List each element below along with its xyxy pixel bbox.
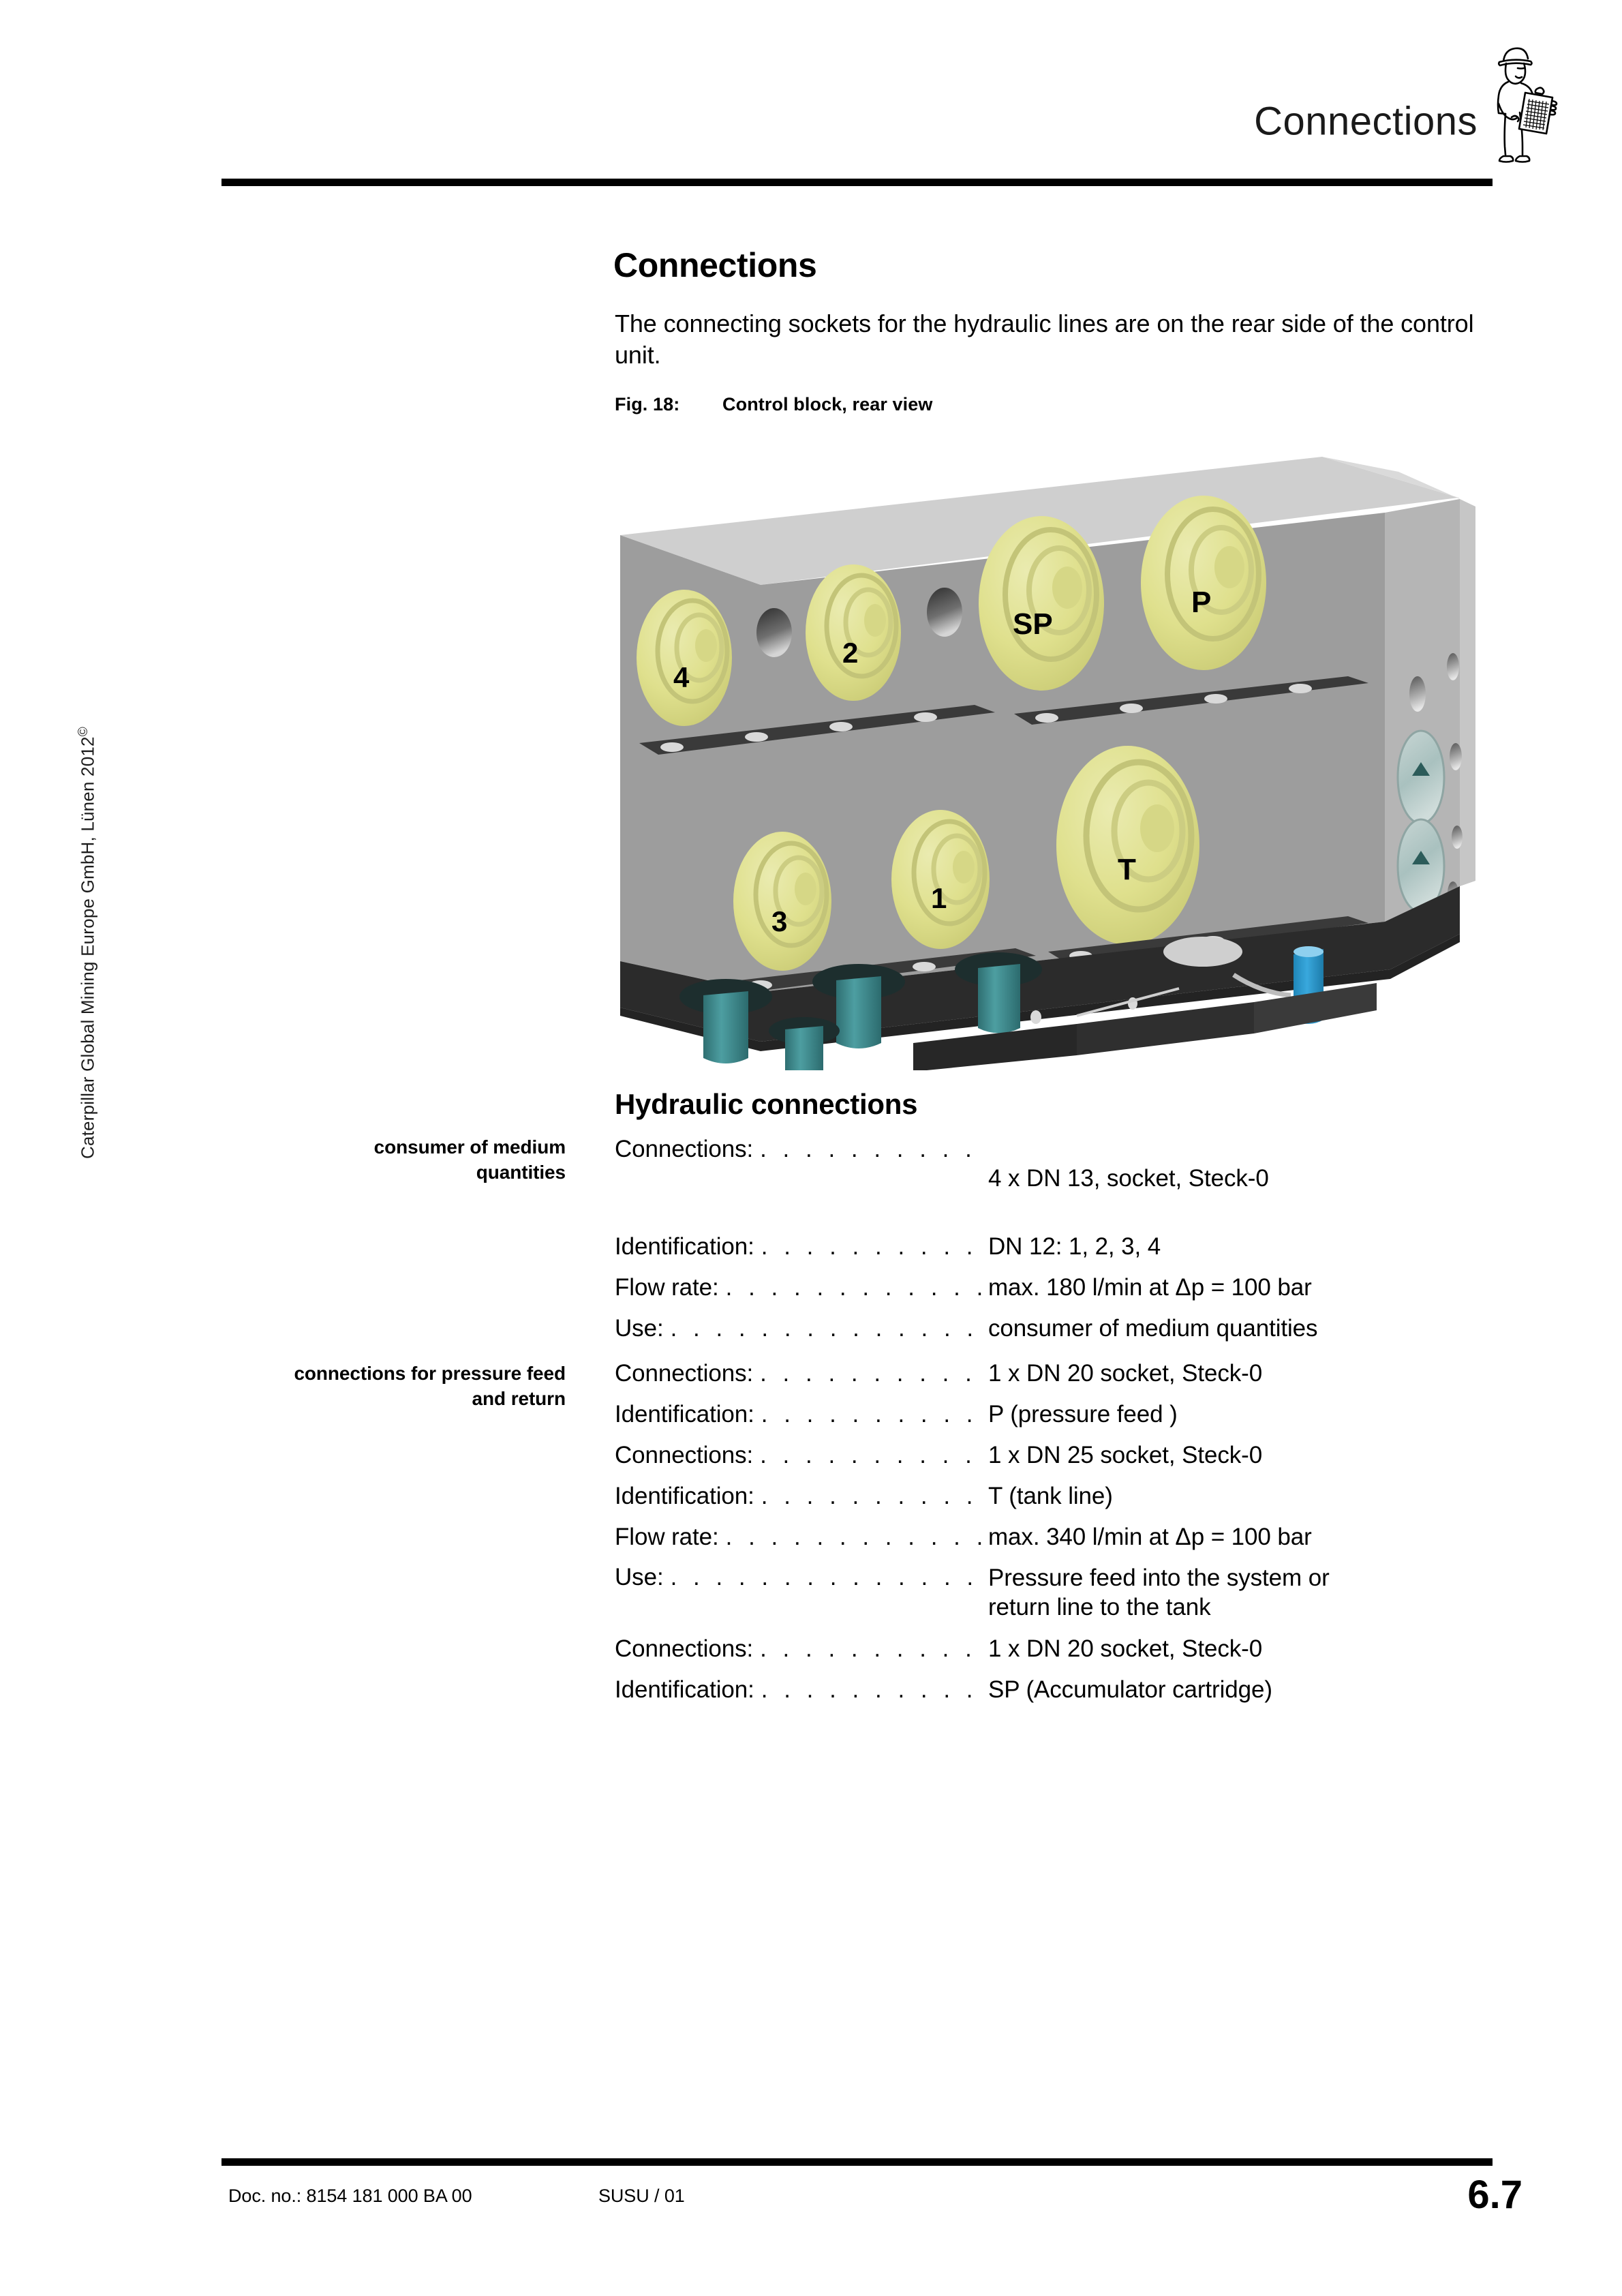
spec-key-text: Connections: (615, 1635, 754, 1662)
spec-key-text: Flow rate: (615, 1524, 719, 1550)
inspector-with-clipboard-icon (1486, 41, 1561, 170)
svg-text:1: 1 (931, 882, 947, 914)
spec-key: Use: . . . . . . . . . . . . . . . . . (615, 1315, 988, 1342)
spec-key: Use: . . . . . . . . . . . . . . . . . (615, 1564, 988, 1591)
svg-text:SP: SP (1013, 607, 1053, 641)
svg-text:T: T (1118, 853, 1136, 886)
dot-leader: . . . . . . . . . . . (760, 1635, 988, 1662)
spec-table-pressure-feed-return: Connections: . . . . . . . . . . . 1 x D… (615, 1359, 1330, 1717)
control-block-illustration: 4 2 SP (600, 416, 1499, 1070)
spec-key: Flow rate: . . . . . . . . . . . . . (615, 1524, 988, 1551)
dot-leader: . . . . . . . . . . . (761, 1483, 988, 1509)
dot-leader: . . . . . . . . . . . (760, 1442, 988, 1468)
spec-key: Connections: . . . . . . . . . . . (615, 1442, 988, 1469)
spec-key: Identification: . . . . . . . . . . . (615, 1401, 988, 1428)
footer-divider (221, 2158, 1493, 2166)
spec-key-text: Identification: (615, 1483, 754, 1509)
spec-key: Connections: . . . . . . . . . . . (615, 1136, 988, 1163)
spec-row: Identification: . . . . . . . . . . . P … (615, 1400, 1330, 1441)
copyright-notice: Caterpillar Global Mining Europe GmbH, L… (76, 727, 99, 1159)
spec-key-text: Identification: (615, 1401, 754, 1428)
spec-key: Connections: . . . . . . . . . . . (615, 1635, 988, 1663)
header-divider (221, 179, 1493, 186)
spec-value: 1 x DN 25 socket, Steck-0 (988, 1442, 1263, 1468)
figure-caption: Fig. 18: Control block, rear view (615, 394, 932, 415)
figure-number: Fig. 18: (615, 394, 680, 414)
spec-key-text: Connections: (615, 1136, 754, 1162)
socket-1: 1 (891, 810, 990, 949)
copyright-symbol: © (76, 727, 91, 737)
intro-paragraph: The connecting sockets for the hydraulic… (615, 309, 1474, 369)
spec-key: Flow rate: . . . . . . . . . . . . . (615, 1274, 988, 1301)
spec-key: Connections: . . . . . . . . . . . (615, 1360, 988, 1387)
spec-key-text: Identification: (615, 1676, 754, 1703)
spec-key-text: Use: (615, 1315, 664, 1342)
spec-value: P (pressure feed ) (988, 1401, 1178, 1428)
spec-row: Connections: . . . . . . . . . . . 1 x D… (615, 1635, 1330, 1676)
svg-text:2: 2 (842, 637, 858, 669)
footer-revision: SUSU / 01 (598, 2186, 685, 2206)
spec-key-text: Identification: (615, 1233, 754, 1260)
spec-value: max. 340 l/min at Δp = 100 bar (988, 1524, 1312, 1550)
spec-row: Identification: . . . . . . . . . . . SP… (615, 1676, 1330, 1717)
socket-T: T (1056, 746, 1199, 945)
mounting-rail-upper-left (639, 705, 995, 755)
spec-row: Use: . . . . . . . . . . . . . . . . . c… (615, 1314, 1318, 1355)
figure-caption-text: Control block, rear view (722, 394, 933, 414)
spec-row: Identification: . . . . . . . . . . . DN… (615, 1233, 1317, 1273)
spec-row: Use: . . . . . . . . . . . . . . . . . P… (615, 1564, 1330, 1635)
spec-key: Identification: . . . . . . . . . . . (615, 1483, 988, 1510)
dot-leader: . . . . . . . . . . . . . . . . . (670, 1315, 988, 1342)
spec-row: Connections: . . . . . . . . . . . 4 x D… (615, 1136, 1317, 1207)
spec-row: Flow rate: . . . . . . . . . . . . . max… (615, 1273, 1317, 1314)
spec-row: Connections: . . . . . . . . . . . 1 x D… (615, 1441, 1330, 1482)
spec-value: 1 x DN 20 socket, Steck-0 (988, 1360, 1263, 1387)
svg-text:4: 4 (673, 661, 690, 693)
spec-key-text: Use: (615, 1564, 664, 1590)
spec-row: Flow rate: . . . . . . . . . . . . . max… (615, 1523, 1330, 1564)
footer-doc-number: Doc. no.: 8154 181 000 BA 00 (228, 2186, 472, 2206)
svg-text:3: 3 (771, 905, 787, 937)
dot-leader: . . . . . . . . . . . (761, 1401, 988, 1428)
copyright-text: Caterpillar Global Mining Europe GmbH, L… (77, 736, 98, 1159)
side-face-valves (1396, 653, 1463, 913)
dot-leader: . . . . . . . . . . . . . (725, 1524, 988, 1550)
page-header-title: Connections (1254, 99, 1478, 144)
dot-leader: . . . . . . . . . . . (760, 1360, 988, 1387)
dot-leader: . . . . . . . . . . . . . . . . . (670, 1564, 988, 1590)
svg-text:P: P (1191, 586, 1211, 619)
spec-value: consumer of medium quantities (988, 1315, 1318, 1342)
socket-2: 2 (806, 564, 901, 701)
page-title: Connections (613, 246, 817, 284)
spec-value: SP (Accumulator cartridge) (988, 1676, 1272, 1703)
spec-value: 1 x DN 20 socket, Steck-0 (988, 1635, 1263, 1662)
spec-row: Identification: . . . . . . . . . . . T … (615, 1482, 1330, 1523)
spec-value: Pressure feed into the system or return … (988, 1565, 1330, 1620)
spec-key-text: Connections: (615, 1442, 754, 1468)
spec-key: Identification: . . . . . . . . . . . (615, 1233, 988, 1260)
spec-key: Identification: . . . . . . . . . . . (615, 1676, 988, 1704)
spec-table-consumer-medium-quantities: Connections: . . . . . . . . . . . 4 x D… (615, 1136, 1318, 1355)
socket-3: 3 (733, 832, 831, 971)
section-heading-hydraulic-connections: Hydraulic connections (615, 1088, 918, 1120)
mounting-rail-upper-right (1014, 676, 1368, 725)
spec-value: DN 12: 1, 2, 3, 4 (988, 1233, 1161, 1260)
dot-leader: . . . . . . . . . . . . . (725, 1274, 988, 1301)
dot-leader: . . . . . . . . . . . (760, 1136, 988, 1162)
spec-value: 4 x DN 13, socket, Steck-0 (988, 1165, 1269, 1192)
dot-leader: . . . . . . . . . . . (761, 1676, 988, 1703)
margin-label-consumer-medium-quantities: consumer of medium quantities (373, 1136, 566, 1183)
socket-SP: SP (979, 516, 1104, 691)
margin-label-pressure-feed-return: connections for pressure feed and return (294, 1363, 566, 1410)
spec-row: Connections: . . . . . . . . . . . 1 x D… (615, 1359, 1330, 1400)
spec-key-text: Connections: (615, 1360, 754, 1387)
spec-value: T (tank line) (988, 1483, 1113, 1509)
spec-value: max. 180 l/min at Δp = 100 bar (988, 1274, 1312, 1301)
dot-leader: . . . . . . . . . . . (761, 1233, 988, 1260)
socket-4: 4 (637, 590, 732, 726)
base-plugs (679, 937, 1323, 1070)
socket-P: P (1141, 496, 1266, 670)
footer-page-number: 6.7 (1467, 2173, 1522, 2217)
spec-key-text: Flow rate: (615, 1274, 719, 1301)
